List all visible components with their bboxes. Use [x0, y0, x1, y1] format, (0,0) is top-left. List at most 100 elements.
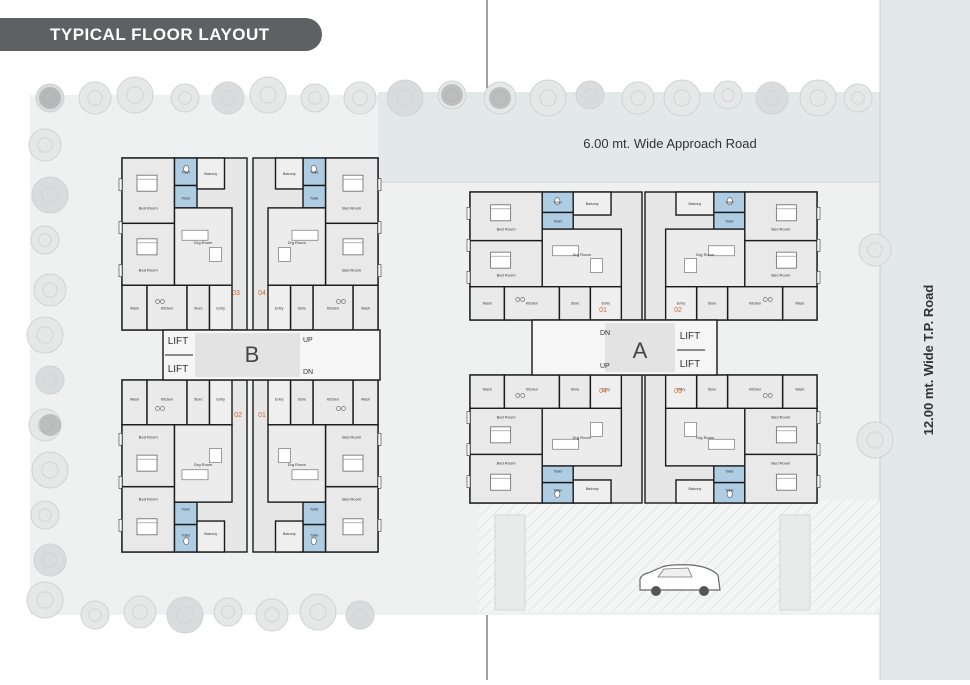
- a-flat-03-label-entry: Entry: [677, 387, 686, 391]
- block-a-flat-04: 04: [599, 388, 607, 395]
- a-flat-04-burner: [515, 393, 521, 398]
- b-flat-03-window: [118, 178, 123, 191]
- a-flat-01-label-entry: Entry: [602, 302, 611, 306]
- a-flat-01-label-bed-room-2: Bed Room: [497, 272, 517, 277]
- b-flat-04-label-balcony: Balcony: [283, 172, 296, 176]
- b-flat-04-wash: [352, 284, 379, 331]
- a-flat-03-label-bed-room-2: Bed Room: [771, 415, 791, 420]
- a-flat-04-kitchen: [503, 374, 561, 409]
- b-flat-02-drg-room: [173, 424, 233, 503]
- tree-icon: [529, 79, 567, 117]
- tree-icon: [30, 500, 60, 530]
- b-flat-02-label-toilet-2: Toilet: [182, 508, 190, 512]
- a-flat-03-label-drg-room: Drg Room: [696, 435, 715, 440]
- b-flat-01-label-bed-room-1: Bed Room: [342, 496, 362, 501]
- tree-icon: [713, 80, 743, 110]
- b-flat-04-window: [377, 178, 382, 191]
- tree-icon: [39, 87, 61, 109]
- block-a-dn: DN: [600, 330, 610, 337]
- a-flat-04-balcony: [572, 479, 612, 504]
- b-flat-03-label-kitchen: Kitchen: [161, 306, 173, 310]
- b-flat-04-bed: [342, 238, 364, 256]
- tree-icon: [33, 543, 67, 577]
- tree-icon: [663, 79, 701, 117]
- parking-area: [478, 500, 880, 612]
- a-flat-01-label-store: Store: [571, 302, 580, 306]
- a-flat-01-label-balcony: Balcony: [586, 202, 599, 206]
- approach-road-label: 6.00 mt. Wide Approach Road: [583, 136, 756, 151]
- a-flat-02-bed: [775, 251, 797, 269]
- b-flat-01-label-toilet-1: Toilet: [310, 534, 318, 538]
- block-b-flat-04: 04: [258, 290, 266, 297]
- a-flat-01-entry: [589, 286, 623, 321]
- b-flat-02-wash: [121, 379, 148, 426]
- b-flat-02-store: [186, 379, 211, 426]
- page-title: TYPICAL FLOOR LAYOUT: [50, 25, 270, 44]
- a-flat-02-balcony: [675, 191, 715, 216]
- a-flat-04-wc: [554, 489, 561, 498]
- b-flat-02-label-store: Store: [194, 398, 203, 402]
- b-flat-02-label-toilet-1: Toilet: [182, 534, 190, 538]
- block-a-up: UP: [600, 363, 610, 370]
- a-flat-03-bed: [775, 473, 797, 491]
- a-flat-02-drg-room: [664, 228, 746, 288]
- tree-icon: [386, 79, 424, 117]
- a-flat-04-label-kitchen: Kitchen: [526, 387, 538, 391]
- a-flat-04-drg-room: [541, 407, 623, 467]
- b-flat-04-label-store: Store: [297, 306, 306, 310]
- b-flat-03-balcony: [196, 157, 226, 190]
- a-flat-04-label-entry: Entry: [602, 387, 611, 391]
- a-flat-04-window: [466, 411, 471, 424]
- b-flat-01-label-bed-room-2: Bed Room: [342, 434, 362, 439]
- tree-icon: [489, 87, 511, 109]
- b-flat-01-burner: [336, 406, 341, 411]
- a-flat-02-window: [816, 239, 821, 252]
- b-flat-02-label-wash: Wash: [130, 398, 139, 402]
- b-flat-02-label-entry: Entry: [217, 398, 226, 402]
- block-b-lobby: [195, 333, 300, 377]
- b-flat-04-label-drg-room: Drg Room: [288, 240, 307, 245]
- b-flat-02-window: [118, 433, 123, 446]
- a-flat-04-label-toilet-2: Toilet: [554, 469, 562, 473]
- a-flat-04-label-balcony: Balcony: [586, 487, 599, 491]
- a-flat-03-label-toilet-2: Toilet: [725, 469, 733, 473]
- car-icon: [639, 564, 721, 596]
- b-flat-01-burner: [341, 406, 346, 411]
- tree-icon: [170, 83, 200, 113]
- b-flat-03-burner: [155, 299, 160, 304]
- a-flat-02-label-balcony: Balcony: [688, 202, 701, 206]
- b-flat-04-label-entry: Entry: [275, 306, 284, 310]
- tree-icon: [441, 84, 463, 106]
- block-a-flat-01: 01: [599, 307, 607, 314]
- a-flat-01-burner: [520, 297, 526, 302]
- a-flat-02-label-drg-room: Drg Room: [696, 252, 715, 257]
- b-flat-01-bed: [342, 454, 364, 472]
- a-flat-02-wc: [726, 197, 733, 206]
- tree-icon: [166, 596, 204, 634]
- a-flat-02-store: [695, 286, 729, 321]
- a-flat-01-wc: [554, 197, 561, 206]
- b-flat-02-window: [118, 476, 123, 489]
- b-flat-04-drg-room: [267, 207, 327, 286]
- a-flat-03-label-kitchen: Kitchen: [749, 387, 761, 391]
- b-flat-04-label-bed-room-2: Bed Room: [342, 268, 362, 273]
- a-flat-02-window: [816, 271, 821, 284]
- b-flat-02-balcony: [196, 520, 226, 553]
- b-flat-02-label-drg-room: Drg Room: [194, 462, 213, 467]
- a-flat-03-store: [695, 374, 729, 409]
- a-flat-04-label-drg-room: Drg Room: [573, 435, 592, 440]
- b-flat-02-burner: [160, 406, 165, 411]
- a-flat-01-label-toilet-2: Toilet: [554, 220, 562, 224]
- b-flat-04-burner: [341, 299, 346, 304]
- a-flat-01-label-toilet-1: Toilet: [554, 201, 562, 205]
- tree-icon: [28, 128, 62, 162]
- a-flat-04-label-toilet-1: Toilet: [554, 488, 562, 492]
- b-flat-03-burner: [160, 299, 165, 304]
- a-flat-03-label-wash: Wash: [795, 387, 804, 391]
- block-b-flat-03: 03: [232, 290, 240, 297]
- tree-icon: [26, 581, 64, 619]
- b-flat-03-label-balcony: Balcony: [204, 172, 217, 176]
- b-flat-04-wc: [310, 164, 317, 173]
- tree-icon: [799, 79, 837, 117]
